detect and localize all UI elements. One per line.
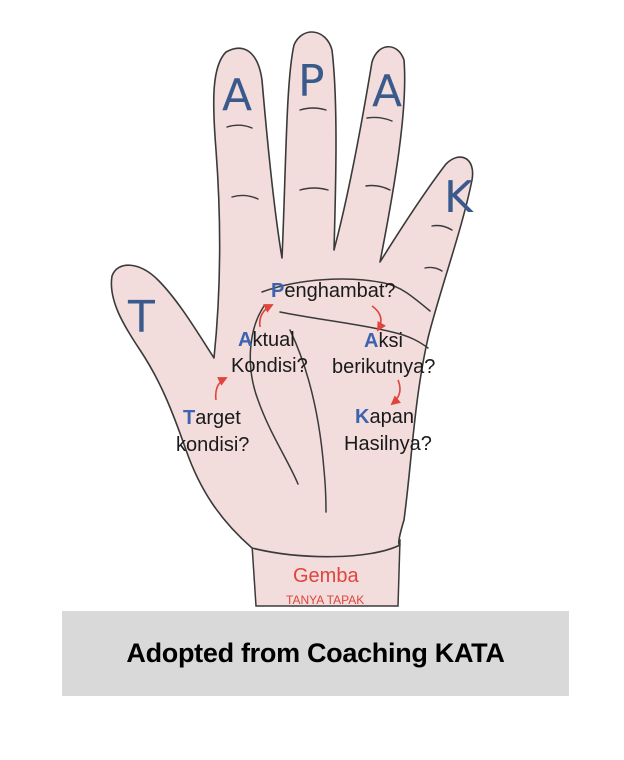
step-kapan-line2: Hasilnya? — [344, 433, 432, 455]
step-kapan: Kapan — [355, 406, 414, 428]
step-aksi: Aksi — [364, 330, 403, 352]
finger-letters: T A P A K — [127, 56, 474, 343]
letter-middle: P — [298, 56, 325, 107]
step-target-line2: kondisi? — [176, 434, 249, 456]
step-aktual: Aktual — [238, 329, 295, 351]
letter-thumb: T — [127, 292, 155, 343]
wrist-subtitle: TANYA TAPAK — [286, 593, 364, 607]
letter-index: A — [222, 70, 252, 121]
palm-lines — [249, 278, 431, 513]
step-arrows — [214, 304, 401, 406]
step-aktual-line2: Kondisi? — [231, 355, 308, 377]
finger-creases — [226, 107, 453, 272]
letter-ring: A — [372, 66, 402, 117]
letter-pinky: K — [444, 172, 474, 223]
arrow-penghambat-to-aksi — [371, 305, 386, 332]
step-target: Target — [183, 407, 241, 429]
arrow-aktual-to-penghambat — [258, 304, 274, 328]
hand-diagram: T A P A K Target kondisi? Aktual Kondisi… — [110, 31, 474, 607]
arrow-target-to-aktual — [214, 377, 228, 401]
hand-outline — [110, 31, 474, 558]
caption-text: Adopted from Coaching KATA — [126, 638, 505, 668]
arrow-aksi-to-kapan — [390, 379, 401, 406]
step-aksi-line2: berikutnya? — [332, 356, 435, 378]
step-penghambat: Penghambat? — [271, 280, 396, 302]
step-labels: Target kondisi? Aktual Kondisi? Penghamb… — [176, 280, 435, 456]
wrist-title: Gemba — [293, 565, 359, 587]
caption-bar: Adopted from Coaching KATA — [62, 611, 569, 696]
